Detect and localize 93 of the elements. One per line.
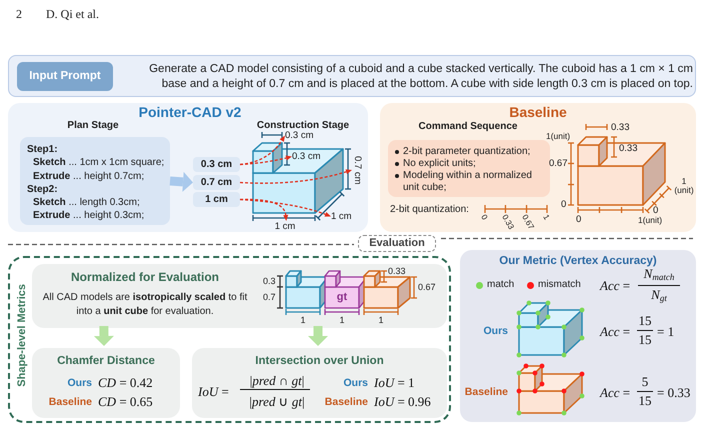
dimension-label: 0.67	[418, 282, 436, 293]
bullet-item: 2-bit parameter quantization;	[403, 146, 530, 158]
formula: IoU = 0.96	[374, 394, 431, 409]
method-label: Baseline	[48, 395, 92, 410]
dashed-arrow	[240, 198, 288, 221]
stage-heading: Plan Stage	[66, 120, 120, 132]
formula: CD = 0.42	[98, 375, 153, 390]
bullet-item: No explicit units;	[403, 158, 476, 170]
dashed-arrow	[240, 198, 332, 217]
formula: 15	[638, 393, 652, 408]
dimension-label: 0.7	[263, 292, 276, 303]
bullet-item: Modeling within a normalized unit cube;	[403, 170, 533, 194]
formula: Acc =	[600, 278, 630, 293]
panel-title: Baseline	[508, 105, 568, 120]
method-label: Baseline	[464, 385, 508, 400]
formula: 15	[638, 332, 652, 347]
card-title: Normalized for Evaluation	[70, 270, 220, 285]
value-tag: 1 cm	[193, 192, 240, 207]
axis-label: 0	[561, 199, 566, 210]
step-heading: Step1:	[27, 143, 59, 156]
list-heading: Command Sequence	[418, 121, 518, 133]
page-number: 2	[16, 6, 22, 23]
axis-label: 1(unit)	[546, 131, 570, 141]
method-label: Baseline	[324, 395, 368, 410]
axis-label: 0	[653, 205, 658, 216]
formula: 15	[638, 313, 652, 328]
dashed-arrow	[240, 169, 352, 184]
dimension-label: 0.7 cm	[352, 154, 363, 186]
step-line: Extrude ... height 0.3cm;	[32, 209, 146, 223]
block-arrow	[94, 326, 114, 346]
quantization-label: 2-bit quantization:	[390, 204, 469, 216]
step-heading: Step2:	[27, 182, 59, 196]
formula: Acc =	[600, 324, 630, 339]
step-line: Extrude ... height 0.7cm;	[32, 170, 146, 183]
formula: |pred ∩ gt|	[248, 373, 306, 388]
formula: = 0.33	[657, 385, 690, 400]
value-tag: 0.3 cm	[193, 157, 240, 172]
step-line: Sketch ... length 0.3cm;	[32, 196, 141, 210]
formula: = 1	[657, 324, 674, 339]
axis-label: 0	[479, 213, 490, 222]
card-title: Intersection over Union	[254, 354, 385, 368]
command-list-panel	[388, 140, 550, 197]
axis-label: 1	[541, 213, 552, 222]
stage-heading: Construction Stage	[256, 120, 350, 131]
dimension-label: 1	[338, 315, 346, 326]
formula: IoU = 1	[374, 375, 415, 390]
axis-label: 0.67	[549, 158, 568, 169]
legend-label: mismatch	[538, 279, 581, 291]
card-title: Chamfer Distance	[56, 354, 156, 368]
dimension-label: 1 cm	[272, 221, 298, 232]
dimension-label: 0.3 cm	[292, 151, 322, 162]
step-line: Sketch ... 1cm x 1cm square;	[32, 156, 164, 170]
metrics-group	[8, 256, 451, 423]
dimension-label: 0.3	[263, 276, 276, 287]
dimension-label: 0.33	[388, 266, 406, 277]
prompt-bar	[8, 55, 696, 97]
formula: 5	[640, 374, 650, 389]
value-tag: 0.7 cm	[193, 175, 240, 190]
axis-label: 0.67	[520, 213, 536, 231]
formula: |pred ∪ gt|	[248, 394, 306, 409]
dimension-label: 0.33	[619, 143, 638, 154]
dashed-arrow	[240, 156, 292, 166]
method-label: Ours	[482, 324, 508, 339]
dimension-label: 1	[299, 315, 306, 326]
method-label: Ours	[66, 376, 92, 391]
dimension-label: 1	[377, 315, 384, 326]
description-text: All CAD models are isotropically scaled to fit into a unit cube for evaluation.	[42, 291, 248, 319]
formula: N$_{gt}$	[650, 287, 668, 302]
prompt-text: Generate a CAD model consisting of a cuboid and a cube stacked vertically. The cuboid has a 1 cm × 1 cm base and a height of 0.7 cm and is placed at the bottom. A cube with side length 0.3 cm is placed on top.	[148, 62, 693, 92]
method-label: Ours	[342, 376, 368, 391]
panel-title: Our Metric (Vertex Accuracy)	[498, 254, 658, 268]
vertical-title: Shape-level Metrics	[15, 284, 29, 387]
axis-label: 1 (unit)	[673, 177, 695, 195]
panel-title: Pointer-CAD v2	[138, 105, 242, 120]
axis-label: 0	[576, 214, 582, 225]
model-label: gt	[336, 291, 348, 304]
metric-card	[192, 348, 447, 418]
block-arrow	[170, 172, 193, 192]
dashed-arrow	[240, 136, 286, 166]
plan-steps-panel	[20, 137, 170, 225]
legend-label: match	[487, 279, 514, 291]
evaluation-tag: Evaluation	[358, 235, 436, 252]
running-header: D. Qi et al.	[46, 6, 99, 23]
dimension-label: 0.33	[611, 122, 630, 133]
dimension-label: 0.3 cm	[285, 130, 315, 141]
formula: Acc =	[600, 385, 630, 400]
input-prompt-tag: Input Prompt	[17, 62, 113, 91]
formula: IoU =	[198, 384, 229, 399]
formula: CD = 0.65	[98, 394, 153, 409]
formula: N$_{match}$	[644, 266, 676, 281]
axis-label: 1(unit)	[638, 215, 662, 225]
block-arrow	[308, 326, 328, 346]
dimension-label: 1 cm	[331, 211, 353, 222]
